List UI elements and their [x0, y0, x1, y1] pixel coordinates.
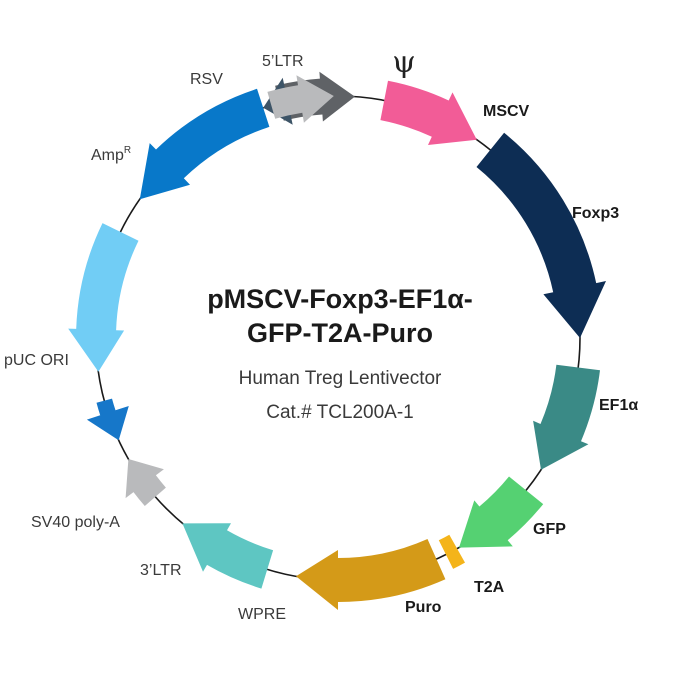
label-amp-sup: R — [124, 145, 131, 156]
label-ltr5: 5’LTR — [262, 53, 304, 70]
amp-arrow — [139, 88, 270, 200]
label-amp: AmpR — [91, 145, 131, 164]
label-rsv: RSV — [190, 71, 223, 88]
plasmid-catalog: Cat.# TCL200A-1 — [266, 402, 414, 423]
plasmid-name-line2: GFP-T2A-Puro — [247, 318, 433, 348]
label-ef1a: EF1α — [599, 397, 638, 414]
label-sv40: SV40 poly-A — [31, 514, 120, 531]
sv40-arrow — [86, 398, 129, 441]
mscv-arrow — [380, 80, 477, 145]
label-wpre: WPRE — [238, 606, 286, 623]
ef1a-arrow — [533, 364, 600, 470]
puro-arrow — [296, 539, 446, 610]
label-t2a: T2A — [474, 579, 505, 596]
wpre-arrow — [182, 523, 274, 589]
label-ltr3: 3’LTR — [140, 562, 182, 579]
label-gfp: GFP — [533, 521, 566, 538]
t2a-segment — [438, 534, 465, 569]
ltr3-arrow — [125, 459, 166, 506]
gfp-arrow — [459, 476, 544, 548]
label-foxp3: Foxp3 — [572, 205, 619, 222]
plasmid-description: Human Treg Lentivector — [239, 368, 442, 389]
label-psi: ψ — [392, 45, 416, 80]
label-puro: Puro — [405, 599, 442, 616]
foxp3-arrow — [476, 132, 606, 338]
label-puc: pUC ORI — [4, 352, 69, 369]
ltr5-arrow — [267, 75, 334, 123]
plasmid-name-line1: pMSCV-Foxp3-EF1α- — [207, 284, 473, 314]
label-mscv: MSCV — [483, 103, 530, 120]
label-amp-main: Amp — [91, 147, 124, 164]
puc-arrow — [68, 223, 139, 372]
